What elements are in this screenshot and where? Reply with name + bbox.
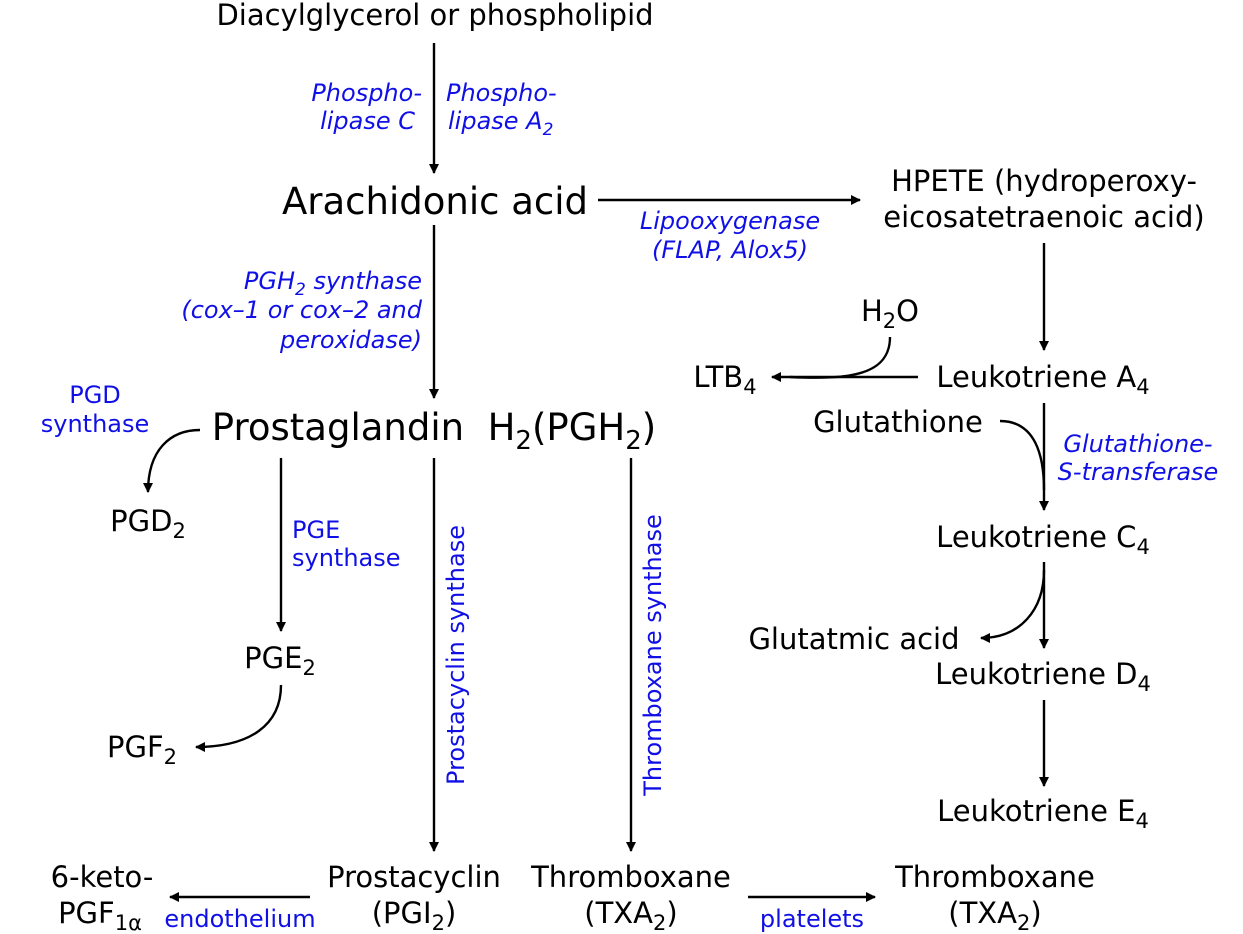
arrows — [143, 43, 1049, 902]
enzyme-phospholipase-c-line2: lipase C — [320, 107, 415, 135]
node-h2o: H2O — [861, 294, 919, 333]
node-pge2: PGE2 — [244, 641, 316, 680]
nodes: Diacylglycerol or phospholipid Arachidon… — [51, 0, 1205, 934]
node-pgf2: PGF2 — [107, 730, 177, 769]
enzyme-pge-synthase: PGE — [292, 516, 340, 544]
node-arachidonic-acid: Arachidonic acid — [282, 180, 588, 223]
node-hpete: HPETE (hydroperoxy- — [891, 164, 1197, 198]
enzyme-lipooxygenase-line2: (FLAP, Alox5) — [652, 236, 808, 264]
node-leukotriene-e4: Leukotriene E4 — [937, 794, 1149, 833]
node-hpete-line2: eicosatetraenoic acid) — [883, 200, 1204, 234]
label-endothelium: endothelium — [164, 905, 315, 933]
enzyme-glutathione-s-transferase: Glutathione- — [1063, 430, 1212, 458]
node-6-keto-pgf1a: 6-keto- — [51, 860, 154, 894]
node-leukotriene-a4: Leukotriene A4 — [936, 360, 1149, 399]
enzyme-pge-synthase-line2: synthase — [292, 544, 401, 572]
node-glutathione: Glutathione — [813, 405, 983, 439]
arrow-pge2-to-pgf2 — [195, 684, 283, 752]
arrow-pgh2-to-pgd2 — [143, 428, 201, 493]
node-ltb4: LTB4 — [693, 360, 756, 399]
arrow-ltc4-to-glutamic — [980, 569, 1046, 643]
enzyme-prostacyclin-synthase: Prostacyclin synthase — [442, 525, 470, 785]
arrow-glutathione-join — [999, 419, 1046, 491]
enzyme-pgh2-synthase-line2: (cox–1 or cox–2 and — [181, 296, 422, 324]
enzyme-pgh2-synthase-line3: peroxidase) — [279, 326, 422, 354]
enzyme-phospholipase-a2: Phospho- — [446, 79, 557, 107]
enzyme-thromboxane-synthase: Thromboxane synthase — [639, 514, 667, 796]
enzyme-pgh2-synthase: PGH2 synthase — [244, 267, 422, 300]
enzymes: Phospho- lipase C Phospho- lipase A2 Lip… — [41, 79, 1219, 933]
arrow-h2o-join — [789, 336, 892, 379]
node-pgd2: PGD2 — [110, 504, 186, 543]
node-leukotriene-c4: Leukotriene C4 — [936, 520, 1150, 559]
enzyme-phospholipase-a2-line2: lipase A2 — [448, 107, 553, 140]
enzyme-pgd-synthase-line2: synthase — [41, 410, 150, 438]
node-prostacyclin-line2: (PGI2) — [372, 896, 457, 934]
node-leukotriene-d4: Leukotriene D4 — [935, 657, 1151, 696]
enzyme-pgd-synthase: PGD — [69, 381, 121, 409]
node-prostaglandin-h2: Prostaglandin H2(PGH2) — [212, 406, 656, 456]
node-thromboxane: Thromboxane — [530, 860, 731, 894]
enzyme-glutathione-s-transferase-line2: S-transferase — [1058, 458, 1219, 486]
node-thromboxane-b-line2: (TXA2) — [948, 896, 1041, 934]
node-diacylglycerol: Diacylglycerol or phospholipid — [216, 0, 653, 32]
node-thromboxane-b: Thromboxane — [894, 860, 1095, 894]
node-glutamic-acid: Glutatmic acid — [748, 622, 959, 656]
node-6-keto-pgf1a-line2: PGF1α — [58, 896, 142, 934]
label-platelets: platelets — [760, 905, 864, 933]
enzyme-phospholipase-c: Phospho- — [311, 79, 422, 107]
enzyme-lipooxygenase: Lipooxygenase — [640, 207, 820, 235]
node-thromboxane-line2: (TXA2) — [584, 896, 677, 934]
node-prostacyclin: Prostacyclin — [327, 860, 501, 894]
